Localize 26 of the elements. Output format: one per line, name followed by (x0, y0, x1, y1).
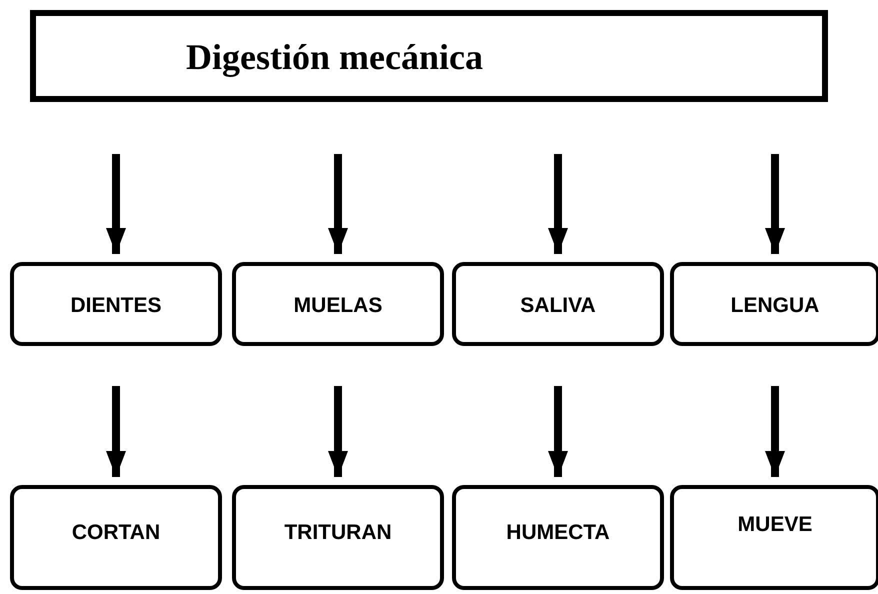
arrow (548, 386, 568, 477)
arrow (106, 154, 126, 254)
box-label: LENGUA (730, 294, 820, 318)
process-box (452, 262, 664, 346)
arrow (765, 154, 785, 254)
arrow (548, 154, 568, 254)
process-box (452, 485, 664, 590)
arrow (328, 154, 348, 254)
arrow (328, 386, 348, 477)
arrow (765, 386, 785, 477)
box-label: DIENTES (69, 294, 162, 318)
process-box (670, 485, 878, 590)
process-box (232, 262, 444, 346)
title-text: Digestión mecánica (186, 36, 483, 78)
process-box (670, 262, 878, 346)
box-label: HUMECTA (505, 521, 611, 545)
box-label: CORTAN (70, 521, 162, 545)
box-label: SALIVA (519, 294, 597, 318)
title-box (30, 10, 828, 102)
box-label: MUEVE (736, 513, 814, 537)
process-box (232, 485, 444, 590)
process-box (10, 262, 222, 346)
box-label: TRITURAN (283, 521, 393, 545)
box-label: MUELAS (292, 294, 384, 318)
arrow (106, 386, 126, 477)
process-box (10, 485, 222, 590)
